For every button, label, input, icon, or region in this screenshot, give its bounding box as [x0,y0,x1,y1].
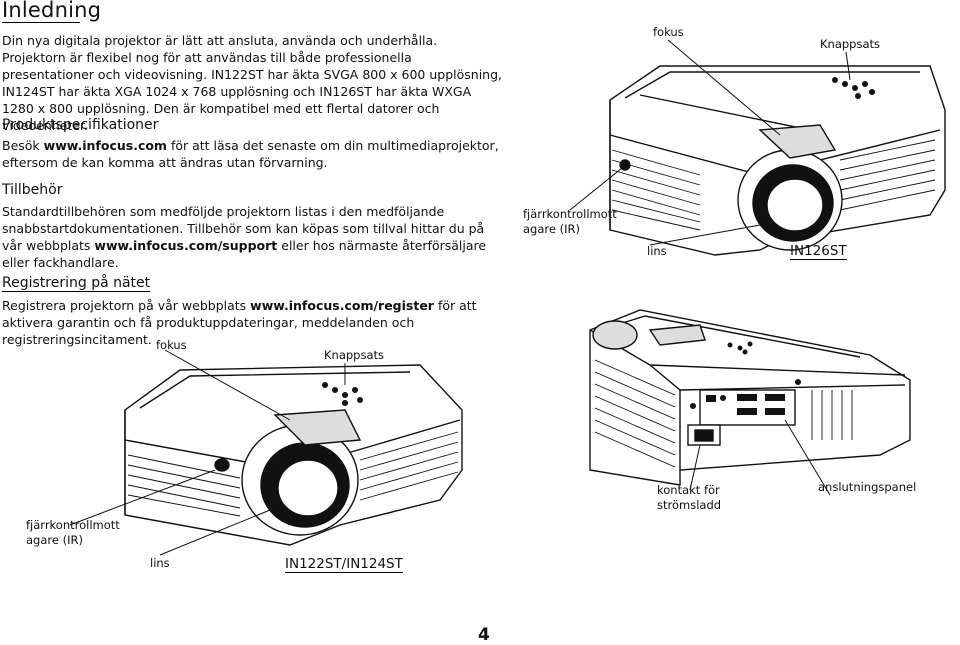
fig-front-focus-label: fokus [156,338,187,352]
specs-link[interactable]: www.infocus.com [43,138,167,153]
accessories-text: Standardtillbehören som medföljde projek… [2,203,502,271]
fig-rear-power-label: kontakt för strömsladd [657,483,722,512]
registration-link[interactable]: www.infocus.com/register [250,298,434,313]
specs-text: Besök www.infocus.com för att läsa det s… [2,137,512,171]
specs-section: Produktspecifikationer Besök www.infocus… [2,117,512,171]
registration-text-after: för att aktivera garantin och få produkt… [2,298,477,347]
intro-paragraph: Din nya digitala projektor är lätt att a… [2,33,503,133]
fig-front-ir-label: fjärrkontrollmott agare (IR) [26,518,120,547]
fig-top-lens-label: lins [647,244,667,258]
fig-top-ir-label: fjärrkontrollmott agare (IR) [523,207,617,236]
specs-heading: Produktspecifikationer [2,117,159,133]
specs-text-after: för att läsa det senaste om din multimed… [2,138,499,170]
fig-front-lens-label: lins [150,556,170,570]
accessories-section: Tillbehör Standardtillbehören som medföl… [2,182,502,271]
fig-top-model-label: IN126ST [790,243,847,260]
registration-heading: Registrering på nätet [2,275,151,292]
accessories-text-before: Standardtillbehören som medföljde projek… [2,204,485,253]
page-title: Inledning [2,0,102,23]
fig-top-focus-label: fokus [653,25,684,39]
fig-front-keypad-label: Knappsats [324,348,385,362]
fig-front-model-label: IN122ST/IN124ST [285,556,403,573]
registration-text-before: Registrera projektorn på vår webbplats [2,298,251,313]
registration-text: Registrera projektorn på vår webbplats w… [2,297,512,348]
accessories-link[interactable]: www.infocus.com/support [94,238,278,253]
accessories-heading: Tillbehör [2,182,63,198]
accessories-text-after: eller hos närmaste återförsäljare eller … [2,238,487,270]
specs-text-before: Besök [2,138,44,153]
fig-rear-panel-label: anslutningspanel [818,480,917,494]
registration-section: Registrering på nätet Registrera projekt… [2,272,512,348]
fig-top-keypad-label: Knappsats [820,37,881,51]
page-number: 4 [478,625,490,645]
